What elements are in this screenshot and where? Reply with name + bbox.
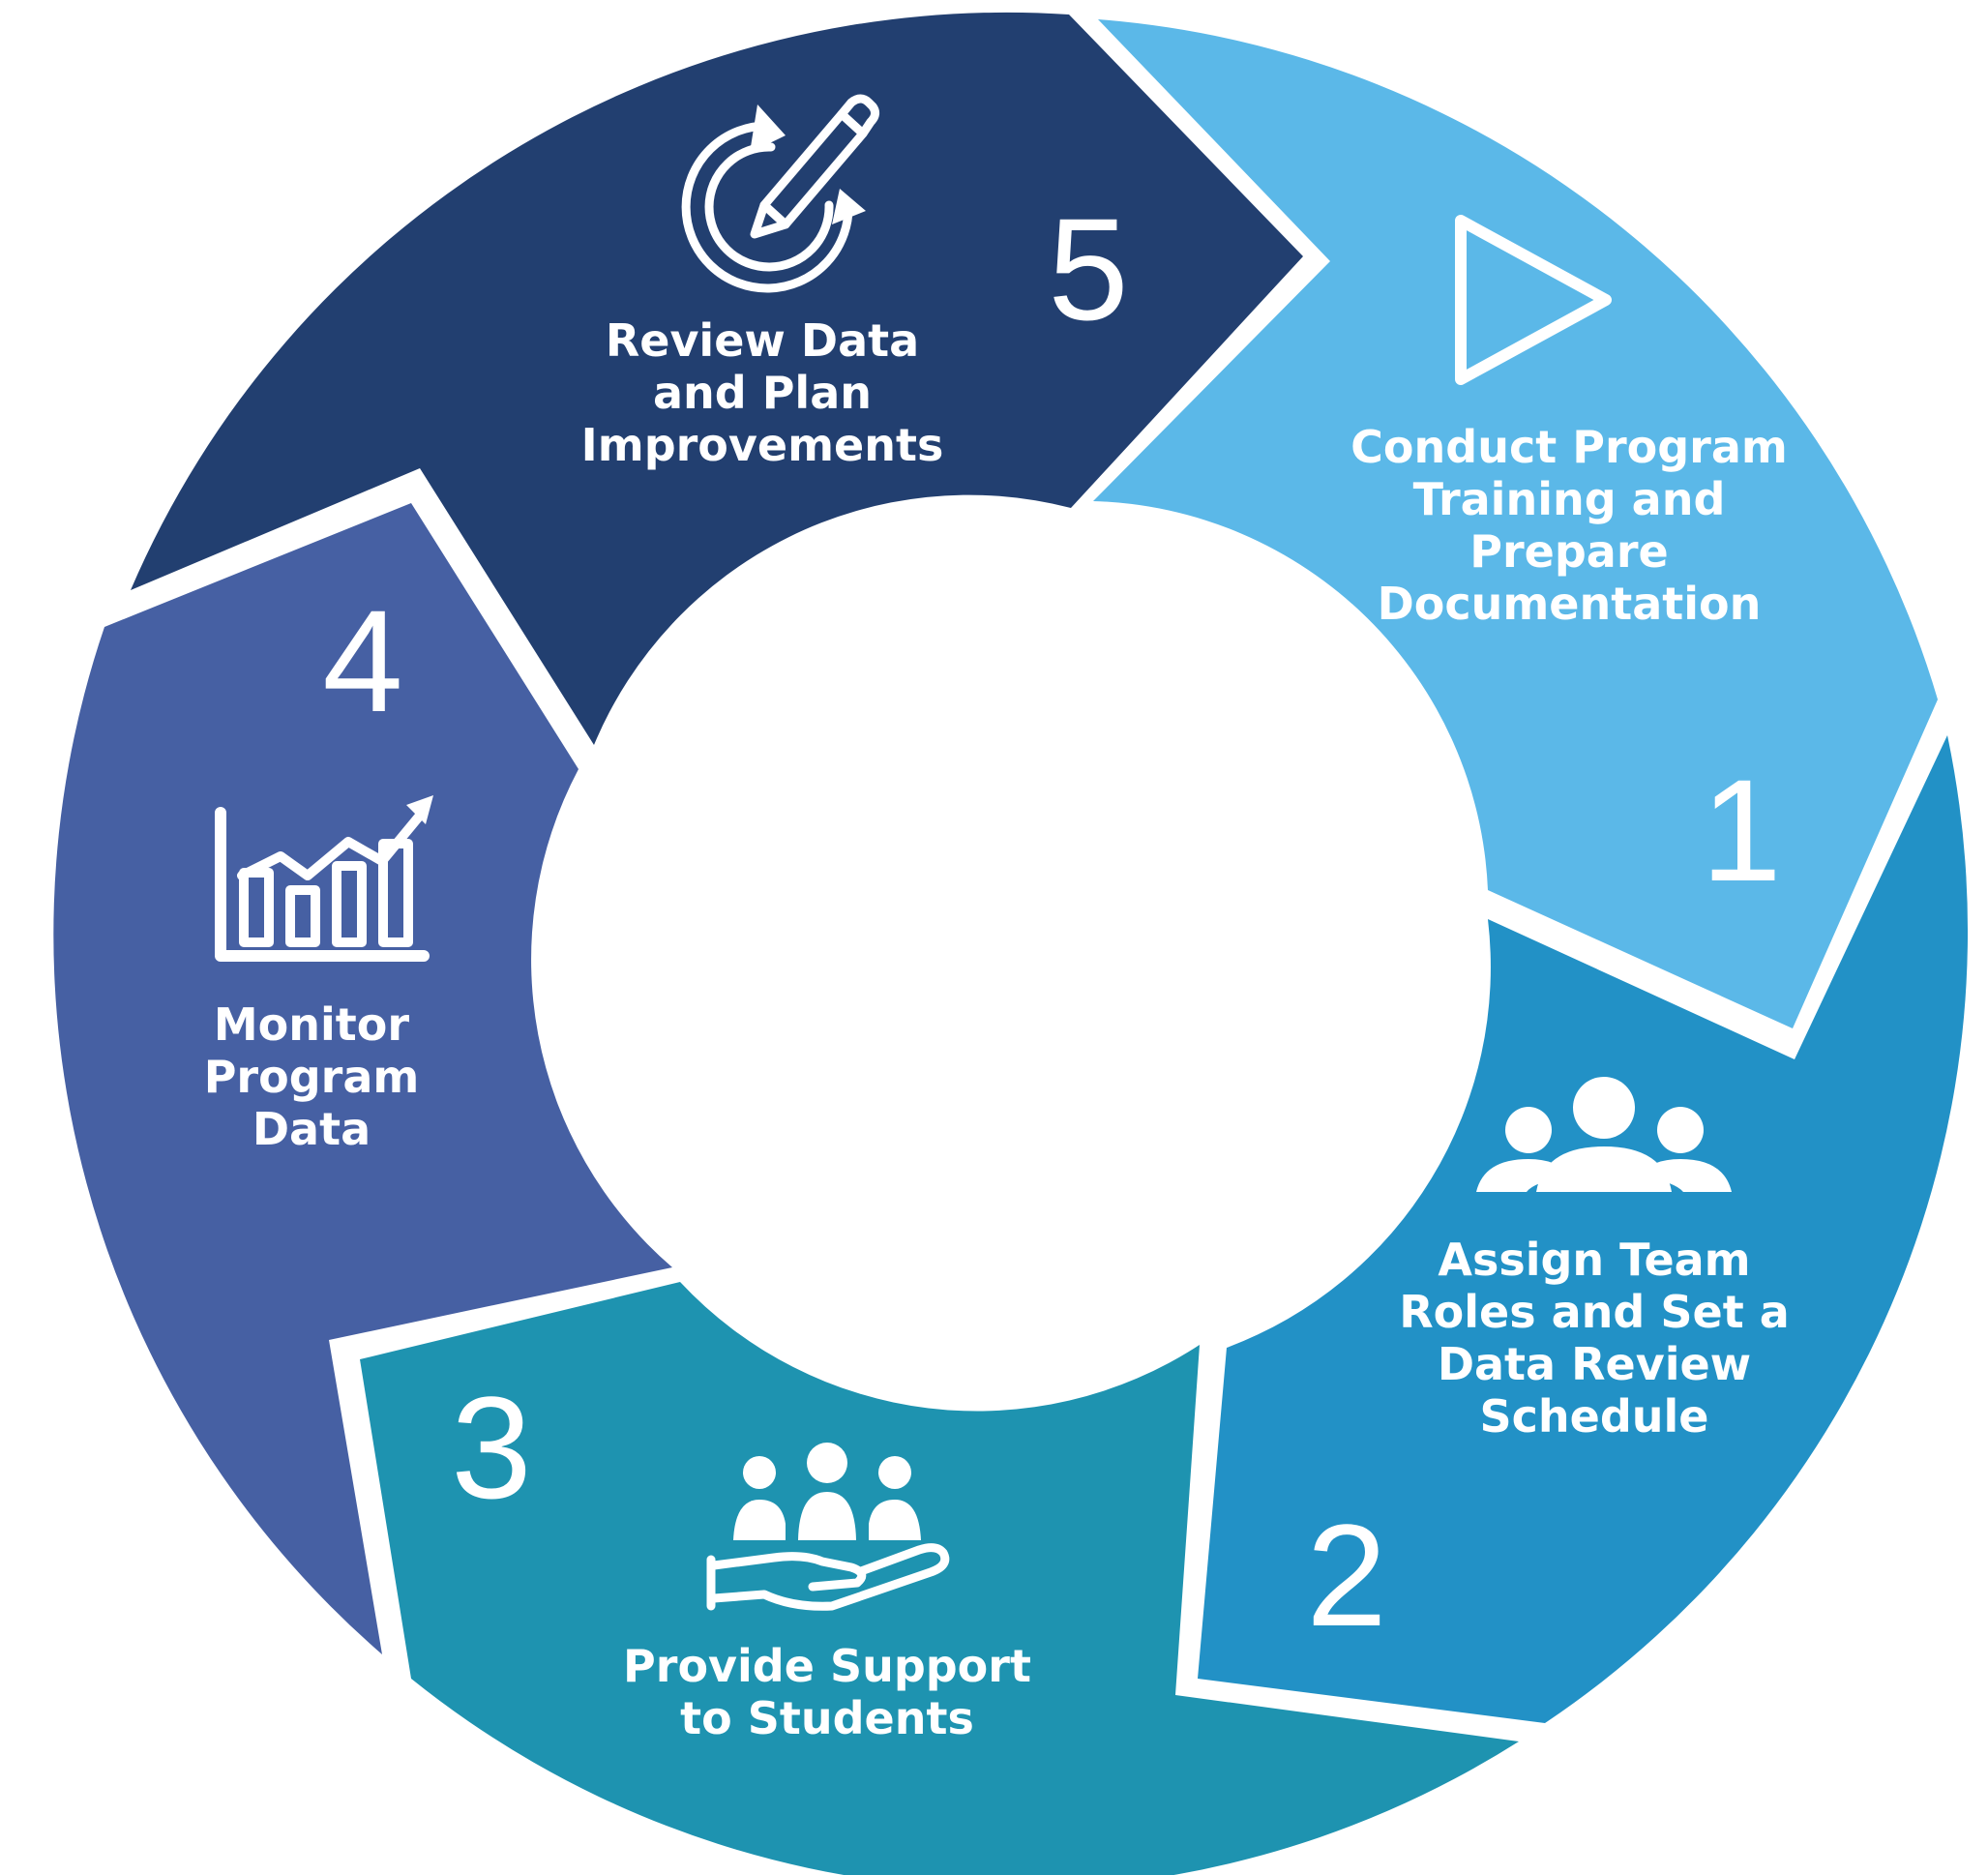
step-2-number: 2: [1306, 1494, 1386, 1656]
step-1-label-line: Prepare: [1469, 525, 1668, 578]
play-icon: [1455, 215, 1612, 385]
step-4-label-line: Data: [252, 1103, 371, 1155]
step-1-segment: [1093, 19, 1938, 1028]
center-circle: [551, 527, 1364, 1340]
hand-support-icon: [706, 1443, 950, 1611]
team-icon: [1476, 1077, 1732, 1192]
step-3-segment: [360, 1282, 1519, 1875]
step-2-label-line: Roles and Set a: [1399, 1286, 1790, 1338]
step-2-label-line: Data Review: [1438, 1338, 1751, 1390]
step-1-number: 1: [1701, 749, 1781, 911]
step-numbers: 1 2 3 4 5: [322, 188, 1781, 1656]
step-4-label-line: Monitor: [214, 998, 409, 1051]
step-5-label-line: Improvements: [581, 419, 944, 471]
step-4-label-line: Program: [204, 1051, 420, 1103]
ring-segments: [53, 12, 1969, 1875]
step-3-number: 3: [451, 1366, 531, 1529]
step-3-label-line: Provide Support: [623, 1640, 1031, 1692]
step-5-number: 5: [1048, 188, 1128, 350]
growth-chart-icon: [215, 795, 433, 962]
step-4-segment: [53, 503, 673, 1654]
step-1-label-line: Documentation: [1378, 578, 1762, 630]
step-2-label-line: Schedule: [1480, 1390, 1709, 1443]
step-5-label-line: Review Data: [606, 314, 919, 367]
refresh-pencil-icon: [681, 94, 880, 293]
step-1-label-line: Conduct Program: [1350, 421, 1788, 473]
step-2-segment: [1198, 735, 1969, 1723]
step-5-label-line: and Plan: [653, 367, 872, 419]
step-4-number: 4: [322, 580, 402, 742]
step-3-label-line: to Students: [680, 1692, 974, 1744]
step-2-label-line: Assign Team: [1438, 1234, 1750, 1286]
step-5-segment: [131, 12, 1303, 745]
step-1-label-line: Training and: [1413, 473, 1726, 525]
